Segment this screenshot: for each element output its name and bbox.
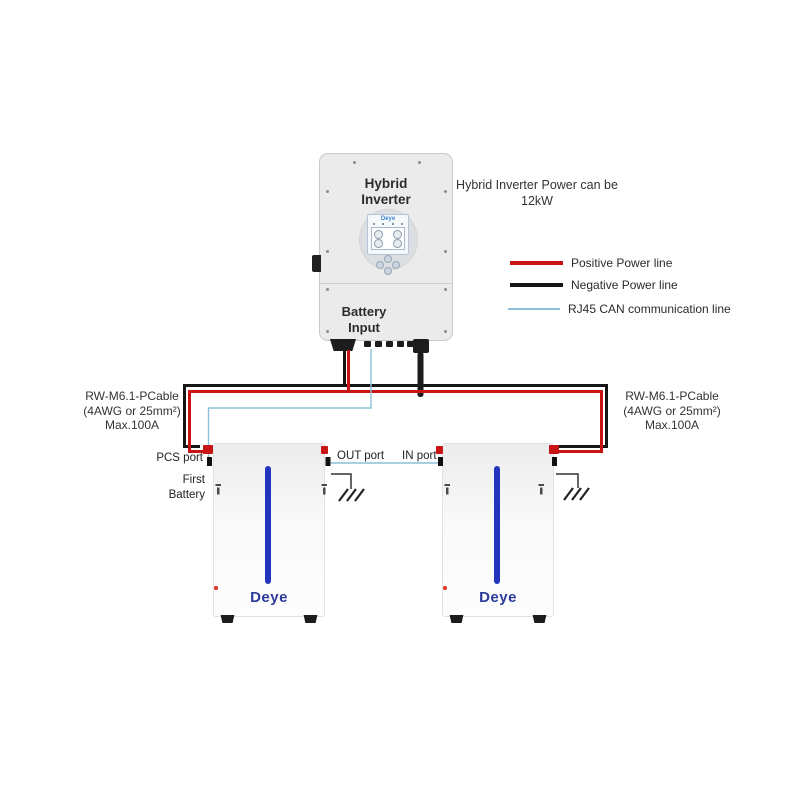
- inverter-seam: [320, 283, 452, 284]
- cable-name: RW-M6.1-PCable: [625, 389, 719, 403]
- deye-wordmark: Deye: [479, 589, 517, 606]
- can-wire-inverter: [207, 349, 372, 457]
- terminal-cover-icon: [375, 341, 382, 347]
- terminal-cover-icon: [386, 341, 393, 347]
- gauge-icon: [374, 239, 383, 248]
- indicator-leds: [368, 223, 408, 225]
- out-port-label: OUT port: [337, 450, 385, 462]
- battery-foot-icon: [449, 615, 464, 623]
- power-connector-icon: [203, 445, 213, 454]
- battery-input-label: Battery Input: [326, 304, 402, 336]
- screw-icon: [326, 330, 329, 333]
- ground-wire: [331, 473, 352, 489]
- screw-icon: [353, 161, 356, 164]
- terminal-cover-icon: [397, 341, 404, 347]
- nav-button-left: [376, 261, 384, 269]
- battery-led-bar: [265, 466, 271, 584]
- in-port-label: IN port: [402, 450, 437, 462]
- can-port-icon: [325, 457, 331, 466]
- led-icon: [391, 223, 394, 225]
- can-port-icon: [207, 457, 212, 466]
- screw-icon: [326, 190, 329, 193]
- power-note: Hybrid Inverter Power can be 12kW: [437, 177, 637, 209]
- deye-logo: Deye: [214, 586, 324, 606]
- led-icon: [400, 223, 403, 225]
- first-battery-line1: First: [182, 474, 205, 486]
- nav-button-right: [392, 261, 400, 269]
- ac-connector-icon: [413, 339, 429, 353]
- pcs-port-label: PCS port: [156, 452, 203, 464]
- battery-input-line2: Input: [348, 320, 380, 335]
- ground-icon: [563, 487, 590, 501]
- dc-switch-icon: [312, 255, 321, 272]
- screw-icon: [444, 288, 447, 291]
- legend-label: Negative Power line: [571, 278, 678, 292]
- legend-item-can: RJ45 CAN communication line: [508, 302, 731, 316]
- battery-unit-1: Deye: [213, 443, 325, 623]
- inverter-title-line2: Inverter: [361, 192, 411, 207]
- inverter-title-line1: Hybrid: [364, 176, 408, 191]
- negative-line-swatch: [510, 283, 563, 287]
- screw-icon: [418, 161, 421, 164]
- positive-line-swatch: [510, 261, 563, 265]
- gauge-icon: [393, 239, 402, 248]
- led-icon: [382, 223, 385, 225]
- led-icon: [373, 223, 375, 225]
- ground-wire: [556, 473, 579, 488]
- legend-label: RJ45 CAN communication line: [568, 302, 731, 316]
- battery-cable-gland-icon: [330, 339, 356, 351]
- first-battery-line2: Battery: [168, 489, 205, 501]
- battery-unit-2: Deye: [442, 443, 554, 623]
- battery-foot-icon: [532, 615, 547, 623]
- first-battery-label: First Battery: [145, 473, 205, 503]
- battery-input-line1: Battery: [341, 304, 387, 319]
- battery-foot-icon: [220, 615, 235, 623]
- screw-icon: [444, 250, 447, 253]
- cable-label-left: RW-M6.1-PCable (4AWG or 25mm²) Max.100A: [57, 389, 207, 433]
- cable-max-current: Max.100A: [644, 418, 700, 432]
- cable-gauge: (4AWG or 25mm²): [83, 403, 181, 418]
- display-panel: Deye: [367, 214, 409, 255]
- screw-icon: [444, 190, 447, 193]
- lcd-screen: [371, 227, 405, 250]
- legend-item-positive: Positive Power line: [510, 256, 672, 270]
- legend-item-negative: Negative Power line: [510, 278, 678, 292]
- power-note-line1: Hybrid Inverter Power can be: [456, 178, 618, 192]
- power-note-line2: 12kW: [521, 194, 553, 208]
- logo-dot-icon: [214, 586, 218, 590]
- cable-gauge: (4AWG or 25mm²): [623, 403, 721, 418]
- battery-led-bar: [494, 466, 500, 584]
- hybrid-inverter: Hybrid Inverter Deye: [312, 153, 453, 341]
- nav-button-down: [384, 267, 392, 275]
- cable-label-right: RW-M6.1-PCable (4AWG or 25mm²) Max.100A: [597, 389, 747, 433]
- battery-foot-icon: [303, 615, 318, 623]
- screw-icon: [326, 250, 329, 253]
- ground-icon: [338, 488, 365, 502]
- deye-logo: Deye: [443, 586, 553, 606]
- cable-max-current: Max.100A: [104, 418, 160, 432]
- terminal-cover-icon: [407, 341, 414, 347]
- logo-dot-icon: [443, 586, 447, 590]
- can-line-swatch: [508, 308, 560, 310]
- inverter-title: Hybrid Inverter: [320, 176, 452, 208]
- gauge-icon: [374, 230, 383, 239]
- deye-wordmark: Deye: [250, 589, 288, 606]
- nav-button-up: [384, 255, 392, 263]
- screw-icon: [444, 330, 447, 333]
- ac-cable-icon: [417, 352, 424, 397]
- gauge-icon: [393, 230, 402, 239]
- legend-label: Positive Power line: [571, 256, 673, 270]
- screw-icon: [326, 288, 329, 291]
- cable-name: RW-M6.1-PCable: [85, 389, 179, 403]
- screen-brand-logo: Deye: [380, 216, 396, 222]
- terminal-cover-icon: [364, 341, 371, 347]
- negative-wire: [183, 384, 608, 448]
